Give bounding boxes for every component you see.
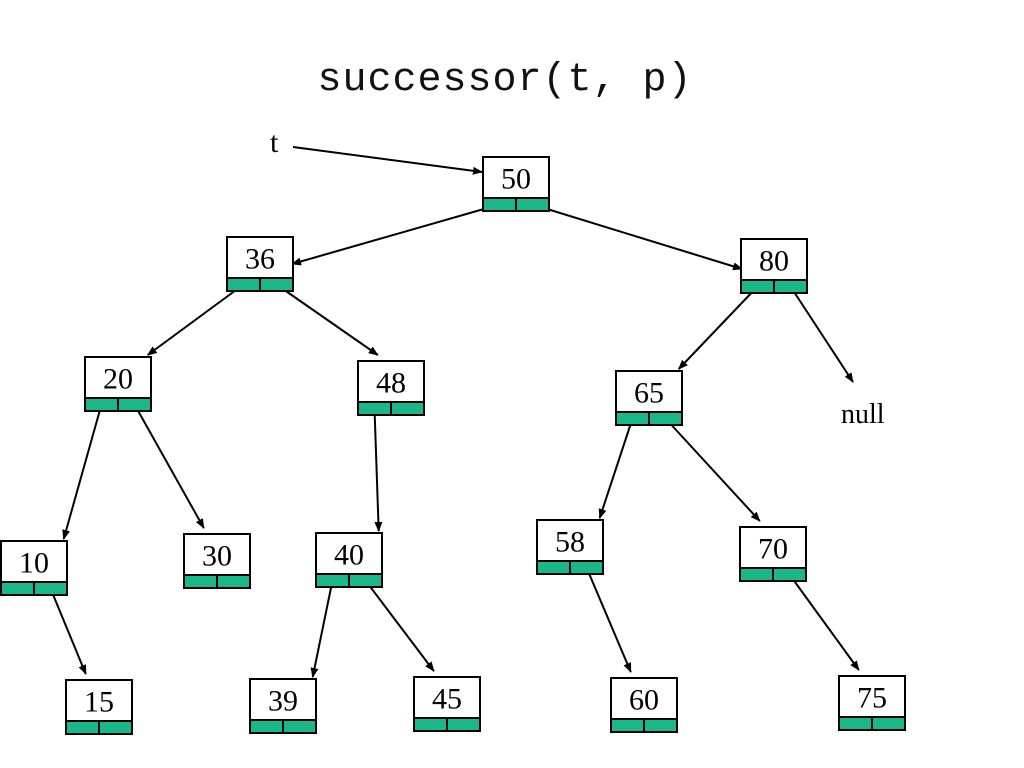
- edge-50-36: [291, 203, 500, 266]
- pointer-arrow-t: [292, 146, 483, 175]
- edge-20-10: [62, 404, 103, 540]
- node-value: 40: [334, 539, 364, 572]
- tree-node-40: 40: [315, 532, 383, 588]
- slide-title: successor(t, p): [317, 58, 693, 103]
- edge-58-60: [585, 567, 632, 673]
- node-value: 70: [758, 533, 788, 566]
- tree-node-50: 50: [482, 156, 550, 212]
- edge-48-40: [373, 408, 383, 532]
- tree-nodes: 50 36 80 20 48 65 10 30 40 58 70 15 39 45 60 75: [0, 156, 906, 735]
- node-value: 15: [84, 686, 114, 719]
- tree-node-58: 58: [536, 519, 604, 575]
- edge-10-15: [49, 588, 87, 675]
- edge-80-65: [677, 285, 759, 370]
- tree-node-39: 39: [249, 678, 317, 734]
- node-value: 30: [202, 540, 232, 573]
- node-value: 36: [245, 243, 275, 276]
- tree-node-65: 65: [615, 370, 683, 426]
- tree-node-48: 48: [357, 360, 425, 416]
- tree-edges: [49, 203, 860, 678]
- edge-20-30: [133, 404, 205, 529]
- node-value: 10: [19, 547, 49, 580]
- edge-36-20: [146, 283, 245, 356]
- tree-node-75: 75: [838, 675, 906, 731]
- node-value: 65: [634, 377, 664, 410]
- node-value: 60: [629, 684, 659, 717]
- tree-node-60: 60: [610, 677, 678, 733]
- tree-node-36: 36: [226, 236, 294, 292]
- node-value: 20: [103, 363, 133, 396]
- edge-65-70: [664, 417, 761, 522]
- edge-50-80: [532, 203, 743, 271]
- node-value: 50: [501, 163, 531, 196]
- node-value: 48: [376, 367, 406, 400]
- tree-node-30: 30: [183, 533, 251, 589]
- edge-65-58: [598, 418, 634, 519]
- tree-node-10: 10: [0, 540, 68, 596]
- tree-node-70: 70: [739, 526, 807, 582]
- tree-node-45: 45: [413, 676, 481, 732]
- edge-70-75: [788, 573, 860, 671]
- tree-node-80: 80: [740, 238, 808, 294]
- node-value: 58: [555, 526, 585, 559]
- edge-40-45: [364, 579, 435, 672]
- edge-36-48: [275, 283, 379, 356]
- edge-80-null: [789, 285, 854, 383]
- tree-node-20: 20: [84, 356, 152, 412]
- node-value: 39: [268, 685, 298, 718]
- node-value: 80: [759, 245, 789, 278]
- node-value: 45: [432, 683, 462, 716]
- pointer-label-t: t: [270, 126, 279, 159]
- tree-node-15: 15: [65, 679, 133, 735]
- null-label: null: [841, 399, 885, 430]
- tree-labels: t null: [270, 126, 885, 430]
- edge-40-39: [310, 580, 334, 678]
- node-value: 75: [857, 682, 887, 715]
